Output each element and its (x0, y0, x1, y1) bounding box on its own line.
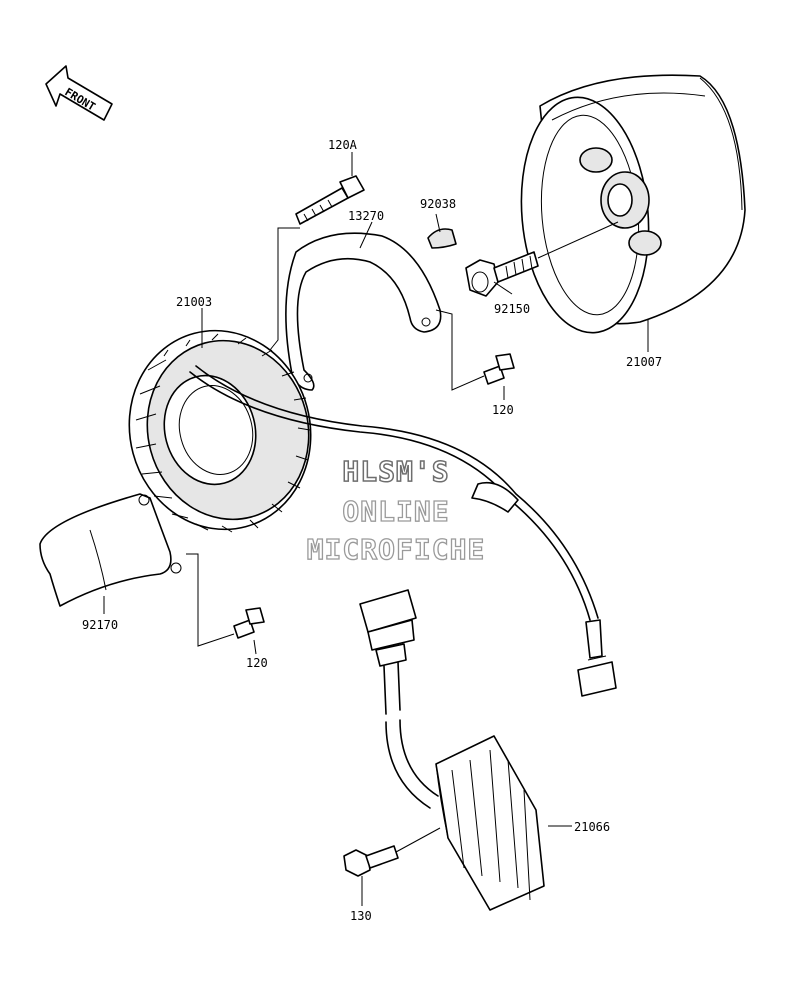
bolt-120-upper[interactable] (483, 353, 515, 385)
flywheel-bolt[interactable] (465, 251, 539, 297)
label-130: 130 (350, 909, 372, 923)
regulator-connector[interactable] (359, 589, 417, 667)
label-21007: 21007 (626, 355, 662, 369)
label-120-upper: 120 (492, 403, 514, 417)
label-120-lower: 120 (246, 656, 268, 670)
bolt-120-lower[interactable] (233, 607, 265, 639)
flywheel-rotor[interactable] (512, 74, 746, 338)
woodruff-key[interactable] (427, 228, 457, 249)
bolt-130[interactable] (343, 845, 399, 877)
stator[interactable] (107, 310, 333, 550)
stator-wire (189, 371, 591, 621)
wire-cover[interactable] (39, 493, 182, 607)
label-92170: 92170 (82, 618, 118, 632)
watermark-line-1: HLSM'S (342, 454, 450, 489)
label-92038: 92038 (420, 197, 456, 211)
regulator-wire (383, 661, 401, 715)
label-13270: 13270 (348, 209, 384, 223)
stator-connector[interactable] (577, 661, 617, 697)
leader-lines (103, 152, 649, 906)
label-120a: 120A (328, 138, 358, 152)
regulator-rectifier[interactable] (435, 735, 545, 911)
label-21066: 21066 (574, 820, 610, 834)
watermark-line-3: MICROFICHE (306, 532, 486, 566)
watermark-line-2: ONLINE (342, 494, 450, 528)
front-arrow-icon: FRONT (45, 65, 113, 121)
label-92150: 92150 (494, 302, 530, 316)
label-21003: 21003 (176, 295, 212, 309)
bolt-120a[interactable] (295, 175, 365, 225)
stator-plate[interactable] (285, 232, 442, 391)
